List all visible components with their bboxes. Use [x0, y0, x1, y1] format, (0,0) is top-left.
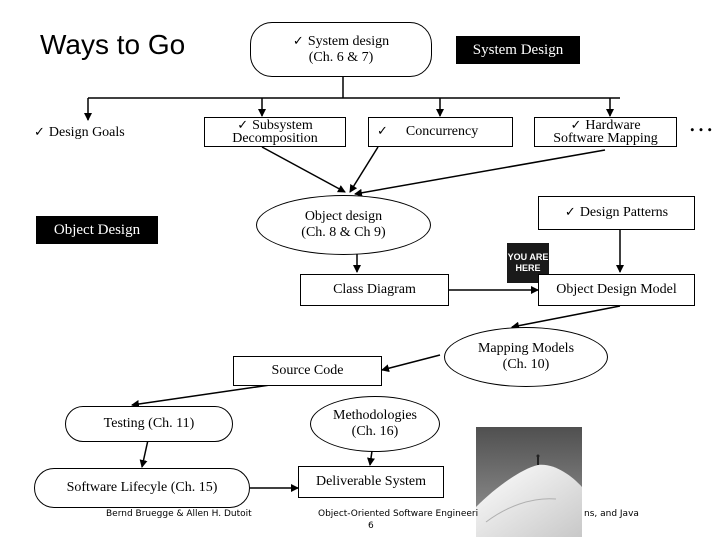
system-design-ref: (Ch. 6 & 7): [308, 49, 374, 65]
design-goals: ✓Design Goals: [34, 125, 125, 140]
arrow-methodologies-to-deliverable: [367, 450, 375, 466]
page-title: Ways to Go: [40, 29, 186, 60]
arrow-source-code-to-testing: [131, 384, 271, 408]
footer-page-number: 6: [368, 521, 374, 531]
check-icon: ✓: [570, 118, 582, 133]
footer-book-title-right: ns, and Java: [584, 509, 639, 519]
software-lifecycle-node: Software Lifecyle (Ch. 15): [34, 468, 250, 508]
arrow-model-to-mapping: [511, 305, 621, 330]
arrow-concurrency-to-object-design: [349, 146, 379, 193]
testing-node: Testing (Ch. 11): [65, 406, 233, 442]
mountain-photo: [476, 427, 582, 537]
hardware-software-mapping-node: ✓Hardware Software Mapping: [534, 117, 677, 147]
object-design-model-node: Object Design Model: [538, 274, 695, 306]
class-diagram-node: Class Diagram: [300, 274, 449, 306]
object-design-item: Object design: [304, 209, 383, 224]
ellipsis: …: [688, 108, 714, 137]
mapping-models-node: Mapping Models (Ch. 10): [444, 327, 608, 387]
subsystem-decomposition-node: ✓Subsystem Decomposition: [204, 117, 346, 147]
source-code-node: Source Code: [233, 356, 382, 386]
arrow-hardware-to-object-design: [354, 149, 606, 197]
check-icon: ✓: [564, 205, 576, 220]
check-icon: ✓: [237, 118, 249, 133]
system-design-label: System Design: [456, 36, 580, 64]
arrow-mapping-to-source-code: [381, 354, 441, 373]
concurrency-node: ✓Concurrency: [368, 117, 513, 147]
methodologies-node: Methodologies (Ch. 16): [310, 396, 440, 452]
check-icon: ✓: [34, 125, 45, 140]
system-design-node: ✓System design (Ch. 6 & 7): [250, 22, 432, 77]
arrow-testing-to-lifecycle: [139, 439, 149, 468]
check-icon: ✓: [377, 124, 388, 139]
object-design-node: Object design (Ch. 8 & Ch 9): [256, 195, 431, 255]
footer-book-title-left: Object-Oriented Software Engineeri: [318, 509, 479, 519]
deliverable-system-node: Deliverable System: [298, 466, 444, 498]
footer-authors: Bernd Bruegge & Allen H. Dutoit: [106, 509, 252, 519]
object-design-label: Object Design: [36, 216, 158, 244]
arrow-subsystem-to-object-design: [261, 146, 346, 193]
design-patterns-node: ✓Design Patterns: [538, 196, 695, 230]
system-design-item: System design: [307, 33, 390, 49]
check-icon: ✓: [292, 33, 304, 49]
object-design-ref: (Ch. 8 & Ch 9): [301, 225, 386, 240]
